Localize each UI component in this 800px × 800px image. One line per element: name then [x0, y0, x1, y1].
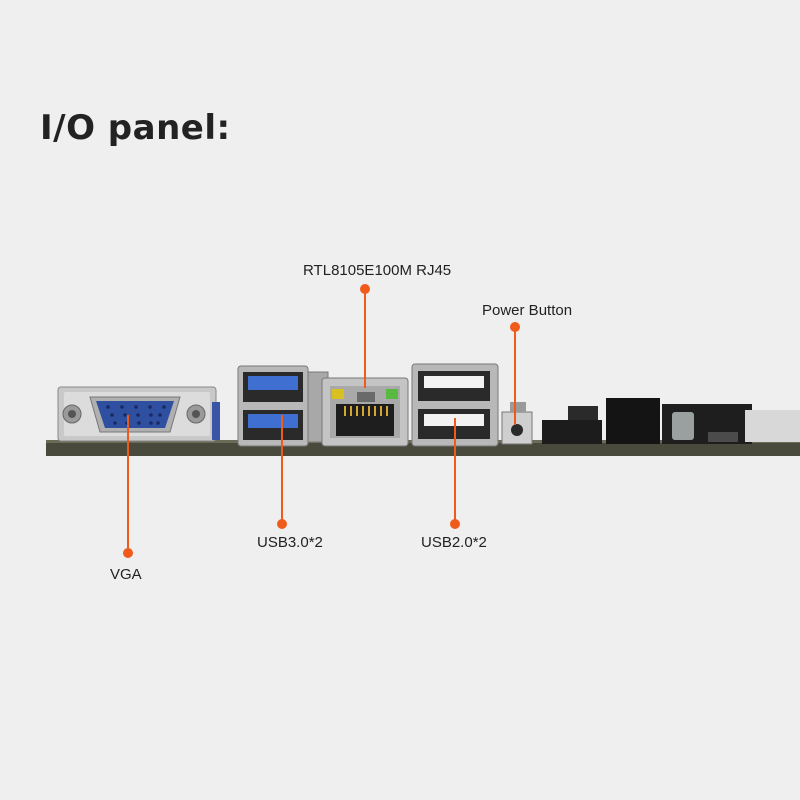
label-power-button: Power Button	[482, 302, 572, 319]
callout-vga	[123, 415, 133, 558]
label-usb3: USB3.0*2	[257, 534, 323, 551]
callout-usb2	[450, 418, 460, 529]
callout-rj45	[360, 284, 370, 388]
label-rj45: RTL8105E100M RJ45	[303, 262, 451, 279]
callout-power-button	[510, 322, 520, 425]
label-usb2: USB2.0*2	[421, 534, 487, 551]
label-vga: VGA	[110, 566, 142, 583]
callout-usb3	[277, 415, 287, 529]
